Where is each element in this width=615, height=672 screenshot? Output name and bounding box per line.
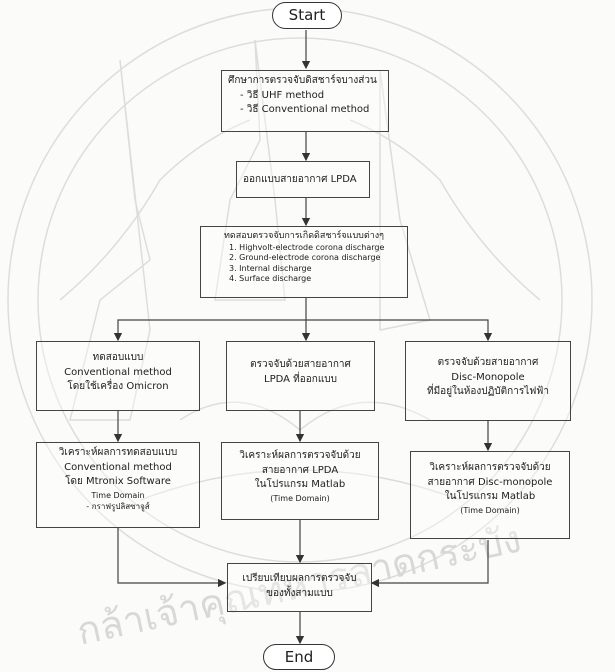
- conventional-analysis-box: วิเคราะห์ผลการทดสอบแบบ Conventional meth…: [36, 442, 200, 528]
- design-box: ออกแบบสายอากาศ LPDA: [236, 161, 370, 198]
- disc-monopole-analysis-line2: สายอากาศ Disc-monopole: [427, 476, 553, 488]
- disc-monopole-test-line2: Disc-Monopole: [451, 371, 525, 383]
- conventional-analysis-line4: Time Domain: [91, 490, 145, 500]
- test-item-2: 2. Ground-electrode corona discharge: [229, 253, 381, 263]
- lpda-analysis-line4: (Time Domain): [270, 493, 330, 503]
- compare-line1: เปรียบเทียบผลการตรวจจับ: [242, 573, 357, 584]
- lpda-test-box: ตรวจจับด้วยสายอากาศ LPDA ที่ออกแบบ: [226, 341, 375, 411]
- conventional-test-line3: โดยใช้เครื่อง Omicron: [67, 381, 169, 392]
- conventional-analysis-line1: วิเคราะห์ผลการทดสอบแบบ: [58, 447, 178, 458]
- study-title: ศึกษาการตรวจจับดิสชาร์จบางส่วน: [228, 75, 377, 86]
- test-title: ทดสอบตรวจจับการเกิดดิสชาร์จแบบต่างๆ: [223, 231, 385, 241]
- study-item-uhf: - วิธี UHF method: [240, 89, 325, 101]
- lpda-test-line1: ตรวจจับด้วยสายอากาศ: [250, 359, 351, 370]
- arrow-test-to-right: [306, 319, 493, 342]
- start-label: Start: [288, 6, 326, 24]
- disc-monopole-analysis-line4: (Time Domain): [460, 505, 520, 515]
- study-box: ศึกษาการตรวจจับดิสชาร์จบางส่วน - วิธี UH…: [221, 70, 389, 132]
- start-terminal: Start: [272, 2, 342, 29]
- conventional-test-box: ทดสอบแบบ Conventional method โดยใช้เครื่…: [36, 341, 200, 411]
- test-box: ทดสอบตรวจจับการเกิดดิสชาร์จแบบต่างๆ 1. H…: [200, 226, 408, 298]
- arrow-right-to-compare: [370, 540, 489, 588]
- disc-monopole-test-box: ตรวจจับด้วยสายอากาศ Disc-Monopole ที่มีอ…: [405, 341, 571, 421]
- conventional-analysis-line2: Conventional method: [64, 461, 172, 473]
- compare-line2: ของทั้งสามแบบ: [266, 587, 333, 599]
- lpda-test-line2: LPDA ที่ออกแบบ: [264, 373, 337, 385]
- lpda-analysis-line2: สายอากาศ LPDA: [261, 464, 339, 476]
- end-label: End: [284, 648, 314, 666]
- lpda-analysis-line3: ในโปรแกรม Matlab: [254, 479, 346, 490]
- study-item-conventional: - วิธี Conventional method: [240, 104, 370, 115]
- end-terminal: End: [263, 644, 335, 670]
- conventional-analysis-line5: - กราฟรูปลิสซาจูส์: [86, 502, 150, 512]
- disc-monopole-analysis-box: วิเคราะห์ผลการตรวจจับด้วย สายอากาศ Disc-…: [410, 451, 570, 539]
- compare-box: เปรียบเทียบผลการตรวจจับ ของทั้งสามแบบ: [227, 563, 372, 612]
- conventional-analysis-line3: โดย Mtronix Software: [65, 476, 171, 487]
- disc-monopole-analysis-line1: วิเคราะห์ผลการตรวจจับด้วย: [429, 462, 551, 473]
- test-item-4: 4. Surface discharge: [229, 274, 312, 284]
- test-item-3: 3. Internal discharge: [229, 263, 312, 273]
- design-text: ออกแบบสายอากาศ LPDA: [243, 174, 357, 185]
- disc-monopole-test-line1: ตรวจจับด้วยสายอากาศ: [437, 357, 539, 368]
- arrow-left-to-compare: [117, 528, 227, 588]
- test-item-1: 1. Highvolt-electrode corona discharge: [229, 243, 385, 253]
- disc-monopole-test-line3: ที่มีอยู่ในห้องปฏิบัติการไฟฟ้า: [427, 386, 549, 397]
- conventional-test-line2: Conventional method: [64, 366, 172, 378]
- arrow-test-to-left: [113, 319, 306, 342]
- conventional-test-line1: ทดสอบแบบ: [92, 352, 144, 363]
- lpda-analysis-line1: วิเคราะห์ผลการตรวจจับด้วย: [239, 450, 361, 461]
- disc-monopole-analysis-line3: ในโปรแกรม Matlab: [444, 491, 536, 502]
- lpda-analysis-box: วิเคราะห์ผลการตรวจจับด้วย สายอากาศ LPDA …: [221, 442, 379, 520]
